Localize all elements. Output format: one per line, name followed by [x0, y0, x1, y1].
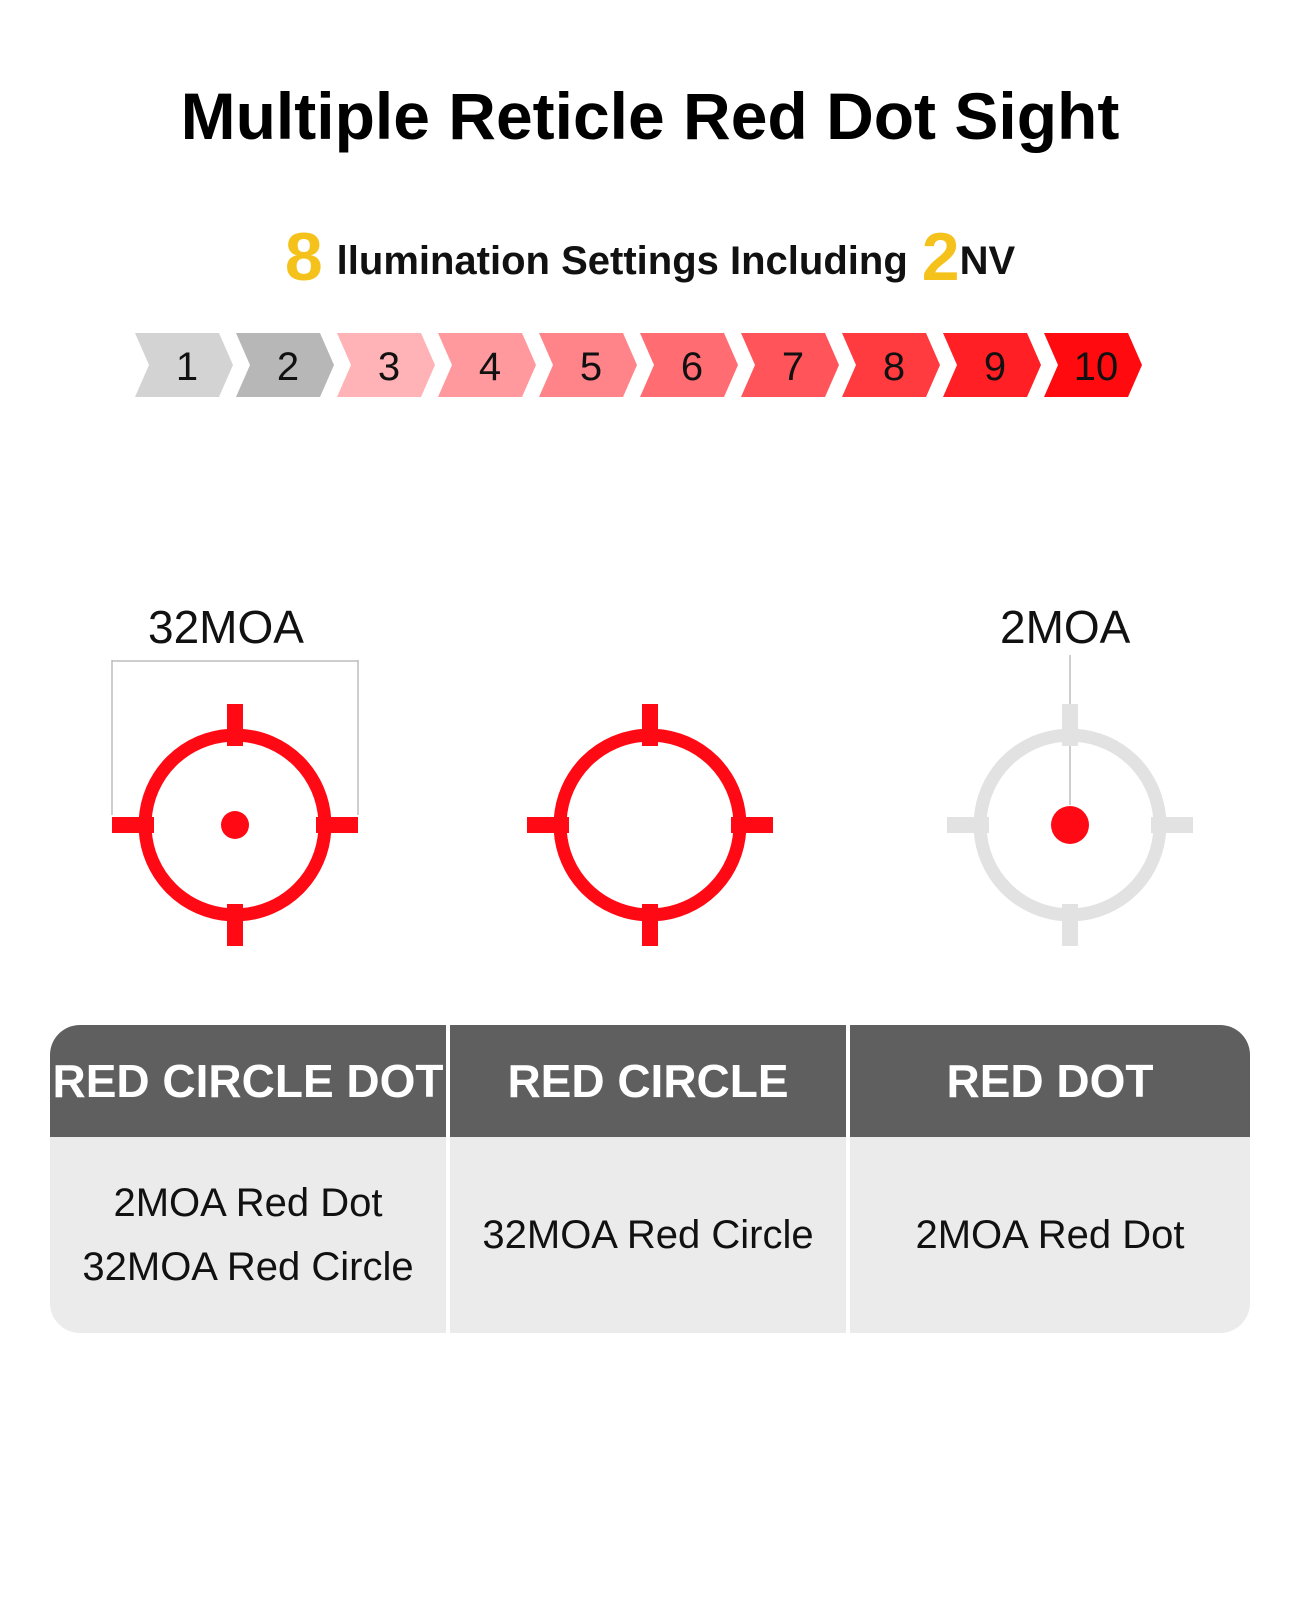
table-header: RED DOT [850, 1025, 1250, 1137]
level-chevron [337, 333, 435, 397]
level-8: 8 [842, 333, 940, 397]
level-4: 4 [438, 333, 536, 397]
level-7: 7 [741, 333, 839, 397]
level-6: 6 [640, 333, 738, 397]
level-label: 9 [984, 345, 1006, 389]
table-cell: 2MOA Red Dot [850, 1137, 1250, 1333]
level-1: 1 [135, 333, 233, 397]
red-dot-reticle [947, 704, 1193, 946]
page-title: Multiple Reticle Red Dot Sight [180, 79, 1120, 153]
level-3: 3 [337, 333, 435, 397]
level-5: 5 [539, 333, 637, 397]
cell-line: 2MOA Red Dot [915, 1213, 1185, 1257]
level-chevron [539, 333, 637, 397]
red-circle-reticle [527, 704, 773, 946]
circle-size-label: 32MOA [148, 601, 304, 653]
level-label: 4 [479, 345, 501, 389]
level-10: 10 [1044, 333, 1142, 397]
table-column-red-circle: RED CIRCLE 32MOA Red Circle [450, 1025, 846, 1333]
level-label: 7 [782, 345, 804, 389]
circle-size-dimension [111, 660, 359, 815]
level-chevron [438, 333, 536, 397]
setting-count: 8 [284, 219, 323, 295]
level-9: 9 [943, 333, 1041, 397]
table-cell: 2MOA Red Dot 32MOA Red Circle [50, 1137, 446, 1333]
level-chevron [1044, 333, 1142, 397]
table-column-red-circle-dot: RED CIRCLE DOT 2MOA Red Dot 32MOA Red Ci… [50, 1025, 446, 1333]
table-column-red-dot: RED DOT 2MOA Red Dot [850, 1025, 1250, 1333]
level-label: 1 [176, 345, 198, 389]
level-label: 5 [580, 345, 602, 389]
level-chevron [640, 333, 738, 397]
cell-line: 32MOA Red Circle [82, 1245, 414, 1289]
level-label: 2 [277, 345, 299, 389]
level-chevron [741, 333, 839, 397]
setting-text: llumination Settings Including [336, 239, 908, 283]
illumination-subtitle: 8 llumination Settings Including 2NV [0, 218, 1300, 296]
reticle-illustrations [0, 655, 1300, 985]
level-label: 6 [681, 345, 703, 389]
level-2: 2 [236, 333, 334, 397]
nv-label: NV [959, 239, 1016, 283]
table-header: RED CIRCLE [450, 1025, 846, 1137]
level-chevron [943, 333, 1041, 397]
brightness-levels: 1 2 3 4 5 6 7 8 9 10 [135, 333, 1165, 397]
level-label: 3 [378, 345, 400, 389]
reticle-comparison-table: RED CIRCLE DOT 2MOA Red Dot 32MOA Red Ci… [50, 1025, 1250, 1333]
level-label: 8 [883, 345, 905, 389]
level-chevron [236, 333, 334, 397]
dot-size-label: 2MOA [1000, 601, 1131, 653]
nv-count: 2 [921, 219, 960, 295]
cell-line: 32MOA Red Circle [482, 1213, 814, 1257]
red-circle-dot-reticle [112, 704, 358, 946]
table-header: RED CIRCLE DOT [50, 1025, 446, 1137]
level-chevron [842, 333, 940, 397]
cell-line: 2MOA Red Dot [113, 1181, 383, 1225]
level-label: 10 [1074, 345, 1119, 389]
level-chevron [135, 333, 233, 397]
table-cell: 32MOA Red Circle [450, 1137, 846, 1333]
